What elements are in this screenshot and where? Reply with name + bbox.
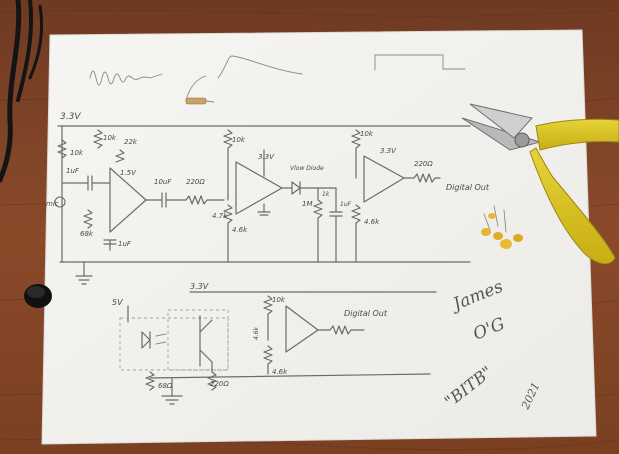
opamp-2 [235, 161, 283, 215]
cap-bias-label: 1uF [118, 240, 132, 248]
res-220-label: 220Ω [186, 178, 205, 186]
diode-label: Vlow Diode [290, 165, 324, 172]
waveform-sketches [89, 54, 466, 86]
rubber-foot-highlight [27, 286, 45, 298]
res-4-7k-label: 4.7k [212, 212, 228, 220]
top-digital-out-label: Digital Out [446, 183, 490, 192]
bottom-circuit: 5V 3.3V 68Ω 220Ω 10k 4.6k 4.6k Digital O… [112, 282, 437, 405]
res-68k-label: 68k [80, 230, 94, 238]
top-circuit: 3.3V 10k 10k 22k 1uF mic 68k 1.5V 1uF 10… [46, 112, 490, 285]
opamp-1 [109, 167, 147, 233]
res-4-6k-a-label: 4.6k [272, 368, 288, 376]
opamp-3 [363, 155, 405, 203]
ceramic-capacitors [481, 205, 523, 249]
opamp-4 [285, 305, 319, 353]
loose-resistor-top [185, 75, 215, 105]
supply-3v3-label: 3.3V [60, 112, 81, 122]
opamp1-label: 1.5V [120, 169, 137, 177]
paper-sheet [41, 29, 597, 445]
bottom-ground-rail [149, 373, 431, 379]
mic-symbol [54, 196, 66, 208]
res-4-6k-stage3-label: 4.6k [364, 218, 380, 226]
bottom-digital-out-label: Digital Out [344, 309, 388, 318]
opamp2-label: 3.3V [258, 153, 275, 161]
wire-cutters [461, 103, 619, 265]
res-4-6k-b-label: 4.6k [253, 326, 260, 340]
res-1m-label: 1M [302, 200, 313, 208]
res-1k-label: 1k [322, 191, 330, 198]
res-10k-stage2-label: 10k [232, 136, 246, 144]
res-10k-stage3-label: 10k [360, 130, 374, 138]
res-10k-a-label: 10k [70, 149, 84, 157]
res-10k-bottom-label: 10k [272, 296, 286, 304]
optical-sensor-outline-2 [167, 309, 229, 371]
top-ground-symbol [75, 261, 93, 285]
opamp3-label: 3.3V [380, 147, 397, 155]
res-out-label: 220Ω [414, 160, 433, 168]
supply-5v-label: 5V [112, 298, 123, 307]
res-220-bottom-label: 220Ω [210, 380, 229, 388]
cap-1uf-label: 1uF [340, 201, 352, 208]
optical-sensor-outline [119, 317, 229, 371]
black-cable [0, 0, 44, 183]
res-10k-b-label: 10k [103, 134, 117, 142]
bottom-ground-symbol [161, 377, 183, 405]
mic-label: mic [46, 200, 59, 208]
supply-3v3-bottom-label: 3.3V [190, 282, 209, 291]
cap-input-label: 1uF [66, 167, 80, 175]
cap-couple-label: 10uF [154, 178, 172, 186]
res-68-label: 68Ω [158, 382, 173, 390]
res-4-6k-stage2-label: 4.6k [232, 226, 248, 234]
res-22k-label: 22k [124, 138, 138, 146]
